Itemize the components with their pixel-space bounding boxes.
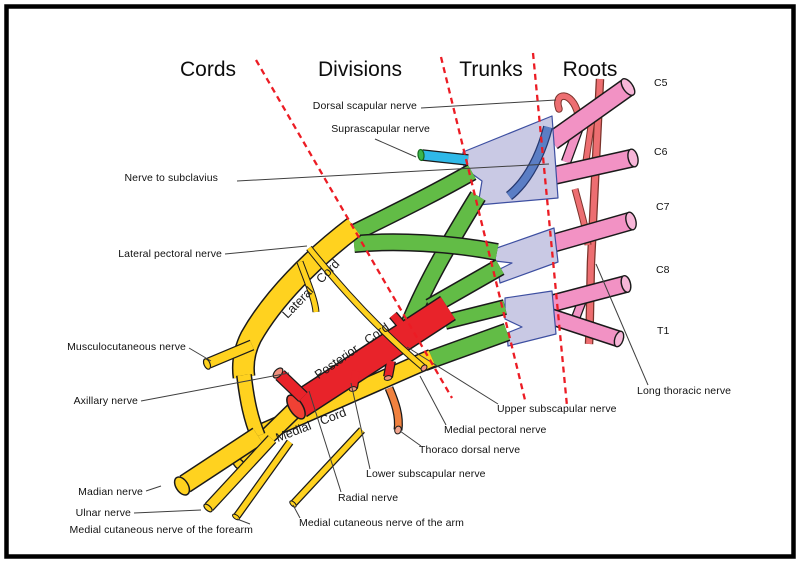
leader-medial-cutaneous-arm: [292, 504, 301, 519]
medial-cutaneous-forearm-nerve-shape: [232, 439, 294, 521]
leader-long-thoracic: [595, 263, 649, 386]
divider-divisions-trunks: [439, 56, 527, 401]
leader-nerve-to-subclavius: [236, 163, 550, 182]
leader-ulnar: [133, 509, 202, 514]
roots-group: [546, 77, 639, 348]
leader-radial: [308, 390, 342, 493]
suprascapular-nerve-shape: [417, 148, 469, 166]
region-divider-lines: [255, 52, 569, 407]
leader-medial-pectoral: [419, 375, 447, 426]
leader-dorsal-scapular: [420, 99, 557, 109]
diagram-border: [4, 4, 796, 559]
root-cap-c7: [625, 211, 637, 231]
leader-madian: [145, 485, 162, 492]
leader-musculocutaneous: [188, 347, 212, 362]
leader-suprascapular: [374, 138, 417, 158]
posterior-cord-cap: [286, 394, 306, 420]
nerve-to-subclavius-shape: [505, 125, 553, 200]
divider-cords-divisions: [255, 59, 453, 399]
dorsal-scapular-nerve-shape: [554, 92, 582, 118]
posterior-cord-stub-tip: [383, 375, 393, 381]
musculocutaneous-nerve-shape: [202, 339, 255, 370]
leader-thoraco-dorsal: [399, 430, 422, 447]
leader-lateral-pectoral: [224, 245, 308, 255]
root-cap-c5: [620, 77, 636, 97]
root-cap-t1: [613, 330, 625, 348]
leader-axillary: [140, 372, 290, 402]
ulnar-nerve-shape: [203, 435, 277, 513]
leader-lines: [133, 99, 649, 525]
lower-subscapular-stub-tip: [348, 386, 358, 392]
leader-lower-subscapular: [350, 382, 371, 470]
leader-upper-subscapular: [406, 346, 499, 405]
leader-medial-cutaneous-forearm: [236, 518, 251, 525]
trunks-group: [462, 115, 559, 347]
root-cap-c8: [620, 274, 632, 294]
posterior-cord-shape: [286, 295, 456, 420]
pectoral-loop-shape: [306, 245, 428, 372]
root-cap-c6: [627, 148, 639, 168]
median-nerve-shape: [173, 427, 264, 496]
thoraco-dorsal-nerve-shape: [384, 386, 403, 435]
divider-trunks-roots: [531, 52, 569, 407]
medial-cutaneous-arm-nerve-shape: [289, 427, 365, 508]
